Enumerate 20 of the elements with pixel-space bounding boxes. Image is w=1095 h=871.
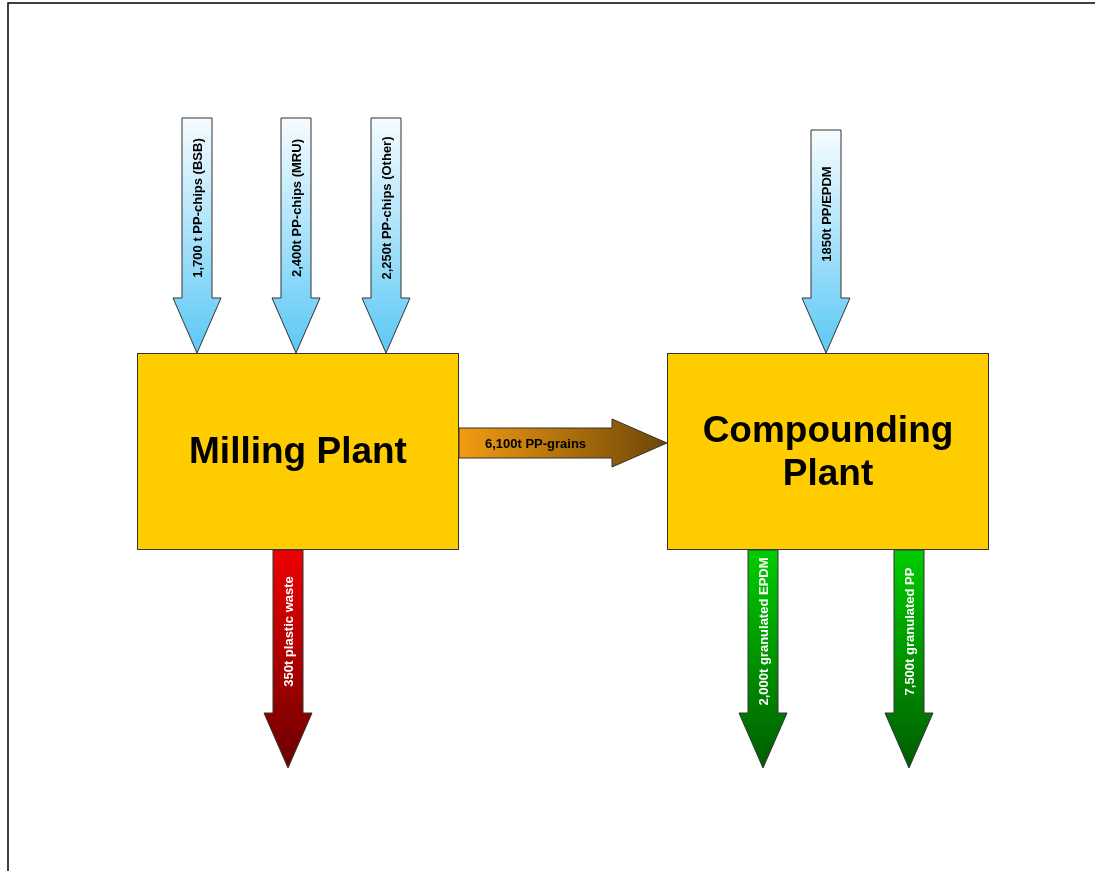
block-arrow [361,117,411,354]
block-arrow [263,549,313,769]
node-label: Milling Plant [189,430,407,473]
process-box [137,353,459,550]
edge-label: 1,700 t PP-chips (BSB) [189,138,205,278]
edge-label: 7,500t granulated PP [901,567,917,696]
block-arrow [738,549,788,769]
node-label: Compounding Plant [701,408,955,495]
edge-label: 2,250t PP-chips (Other) [378,136,394,280]
block-arrow [271,117,321,354]
process-box [667,353,989,550]
block-arrow [884,549,934,769]
edge-label: 2,000t granulated EPDM [755,557,771,706]
edge-label: 2,400t PP-chips (MRU) [288,139,304,277]
block-arrow [458,418,668,468]
edge-label: 6,100t PP-grains [484,435,587,451]
block-arrow [801,129,851,354]
block-arrow [172,117,222,354]
edge-label: 350t plastic waste [280,576,296,687]
edge-label: 1850t PP/EPDM [818,166,834,262]
